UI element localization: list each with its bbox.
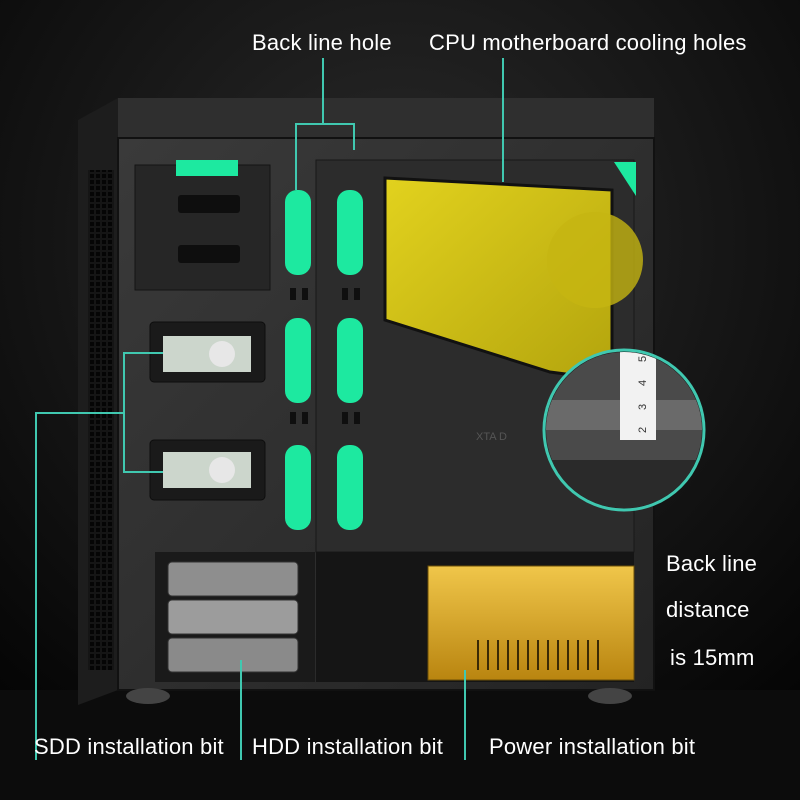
- svg-text:2: 2: [637, 427, 649, 433]
- power-supply: [427, 565, 635, 681]
- hdd-stack: [167, 561, 299, 673]
- callout-lines: [35, 58, 504, 760]
- ruler-icon: [620, 352, 656, 440]
- sdd-installation-label: SDD installation bit: [34, 734, 224, 759]
- cpu-cooling-holes-label: CPU motherboard cooling holes: [429, 30, 747, 55]
- svg-text:5: 5: [637, 356, 649, 362]
- case-body: [78, 98, 655, 705]
- svg-text:3: 3: [637, 404, 649, 410]
- magnifier-circle-icon: 2 3 4 5: [542, 348, 706, 512]
- power-installation-label: Power installation bit: [489, 734, 696, 759]
- back-line-distance-label-line3: is 15mm: [670, 645, 755, 670]
- svg-text:4: 4: [637, 380, 649, 386]
- back-line-distance-label-line2: distance: [666, 597, 750, 622]
- case-embossed-text: XTA D: [476, 431, 507, 443]
- back-line-holes: [285, 190, 363, 530]
- back-line-hole-label: Back line hole: [252, 30, 392, 55]
- hdd-installation-label: HDD installation bit: [252, 734, 444, 759]
- back-line-distance-label-line1: Back line: [666, 551, 758, 576]
